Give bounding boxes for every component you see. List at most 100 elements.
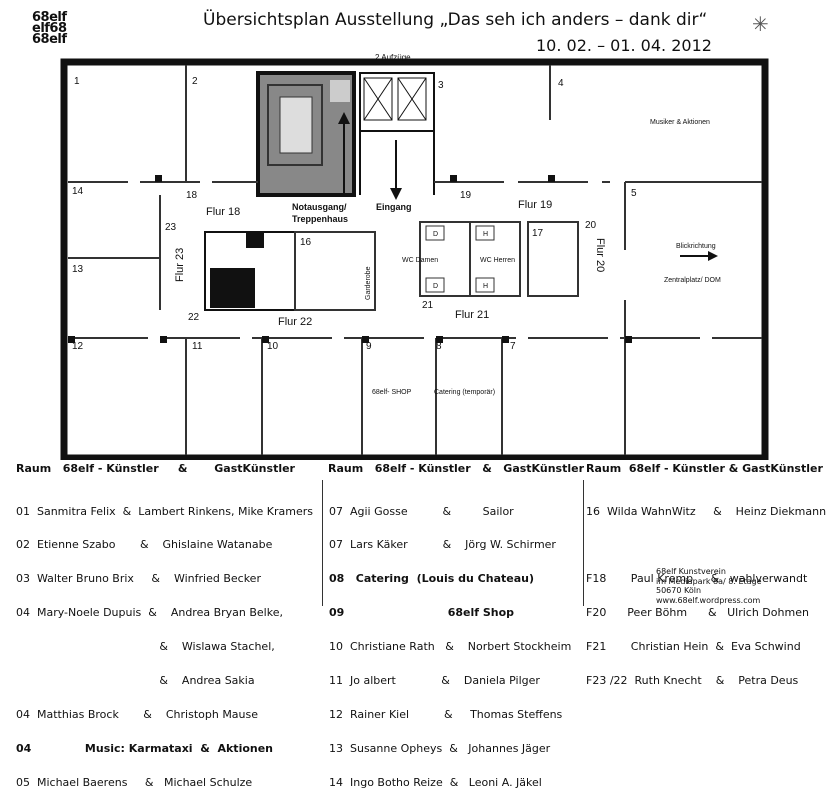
wc-men-label: WC Herren [480,257,515,264]
stall-label: H [483,283,488,290]
exhibition-dates: 10. 02. – 01. 04. 2012 [536,36,712,55]
legend-row: 04 Music: Karmataxi & Aktionen [16,741,274,755]
corridor-f18-label: Flur 18 [206,206,240,218]
room-number: 23 [165,222,177,233]
elevators-label: 2 Aufzüge [375,53,411,62]
legend-row: 12 Rainer Kiel & Thomas Steffens [329,707,563,721]
legend-row: 02 Etienne Szabo & Ghislaine Watanabe [16,538,273,552]
wc-women-label: WC Damen [402,257,438,264]
logo-line-1: 68elf [32,10,67,25]
floor-plan: 2 Aufzüge Notausgang/ Treppenhaus Eingan… [60,53,769,460]
legend-row: & Wislawa Stachel, [16,640,275,654]
footer-line: www.68elf.wordpress.com [656,595,761,605]
musicians-label: Musiker & Aktionen [650,119,710,126]
address-footer: 68elf Kunstverein im Mediapark 8a/ 8. Et… [656,567,762,605]
legend-head-amp: & [482,462,492,475]
corridor-f23-label: Flur 23 [174,248,186,282]
logo-line-2: elf68 [32,21,67,36]
legend-row: 16 Wilda WahnWitz & Heinz Diekmann [586,504,826,518]
room-number: 11 [192,341,203,352]
room-number: 12 [72,341,84,352]
central-square-label: Zentralplatz/ DOM [664,277,721,284]
legend-column-1: 01 Sanmitra Felix & Lambert Rinkens, Mik… [16,483,313,799]
footer-line: 68elf Kunstverein [656,567,726,576]
legend-head-guests: GastKünstler [503,462,585,475]
room-number: 5 [631,188,637,199]
legend-header-1: Raum 68elf - Künstler & GastKünstler [16,462,295,475]
legend-row: F23 /22 Ruth Knecht & Petra Deus [586,674,799,688]
legend-head-guests: GastKünstler [214,462,295,475]
legend-row: F20 Peer Böhm & Ulrich Dohmen [586,606,809,620]
legend-header-3: Raum 68elf - Künstler & GastKünstler [586,462,823,475]
legend-row: 01 Sanmitra Felix & Lambert Rinkens, Mik… [16,504,313,518]
legend-row: 04 Matthias Brock & Christoph Mause [16,707,259,721]
legend-row: 08 Catering (Louis du Chateau) [329,572,535,586]
room-number: 8 [436,341,442,352]
page-title: Übersichtsplan Ausstellung „Das seh ich … [203,10,708,30]
room-number: 22 [188,312,200,323]
legend-row: 14 Ingo Botho Reize & Leoni A. Jäkel [329,775,542,789]
legend-head-room: Raum [16,462,52,475]
legend-head-amp: & [728,462,739,475]
catering-label: Catering (temporär) [434,389,495,396]
footer-line: im Mediapark 8a/ 8. Etage [656,576,762,586]
legend-head-artists: 68elf - Künstler [374,462,471,475]
outer-wall [60,58,769,460]
entrance-label: Eingang [376,202,412,212]
legend-row: 09 68elf Shop [329,606,515,620]
room-number: 16 [300,237,312,248]
legend-row: 13 Susanne Opheys & Johannes Jäger [329,741,551,755]
corridor-f22-label: Flur 22 [278,316,312,328]
stall-label: H [483,231,488,238]
room-number: 7 [510,341,516,352]
room-number: 9 [366,341,372,352]
room-number: 19 [460,190,472,201]
legend-row: 07 Lars Käker & Jörg W. Schirmer [329,538,556,552]
corridor-f19-label: Flur 19 [518,199,552,211]
legend-row: F21 Christian Hein & Eva Schwind [586,640,801,654]
stall-label: D [433,231,438,238]
room-number: 18 [186,190,198,201]
wardrobe-label: Garderobe [365,266,372,300]
shop-label: 68elf- SHOP [372,389,412,396]
legend-row: F18 Paul Kremp & wahlverwandt [586,572,808,586]
room-number: 20 [585,220,597,231]
legend-row: & Andrea Sakia [16,674,255,688]
legend-row: 04 Mary-Noele Dupuis & Andrea Bryan Belk… [16,606,283,620]
legend-head-room: Raum [586,462,622,475]
view-direction-label: Blickrichtung [676,243,716,250]
legend-head-guests: GastKünstler [742,462,823,475]
legend-header-2: Raum 68elf - Künstler & GastKünstler [328,462,584,475]
logo-line-3: 68elf [32,32,67,47]
legend-column-2: 07 Agii Gosse & Sailor 07 Lars Käker & J… [329,483,571,799]
room-number: 1 [74,76,80,87]
legend-divider [583,480,584,606]
legend-divider [322,480,323,606]
legend-row: 03 Walter Bruno Brix & Winfried Becker [16,572,261,586]
room-number: 13 [72,264,84,275]
legend-row: 11 Jo albert & Daniela Pilger [329,674,540,688]
corridor-f20-label: Flur 20 [594,238,606,272]
legend-head-artists: 68elf - Künstler [62,462,159,475]
room-number: 17 [532,228,544,239]
legend-row: 05 Michael Baerens & Michael Schulze [16,775,253,789]
legend-row [586,539,826,550]
room-number: 2 [192,76,198,87]
room-number: 14 [72,186,84,197]
room-number: 21 [422,300,434,311]
asterisk-star-icon: ✳ [752,12,769,36]
legend-head-artists: 68elf - Künstler [628,462,725,475]
room-number: 10 [267,341,279,352]
emergency-exit-label-1: Notausgang/ [292,202,347,212]
room-number: 3 [438,80,444,91]
corridor-f21-label: Flur 21 [455,309,489,321]
footer-line: 50670 Köln [656,586,702,595]
elevators [359,72,435,132]
emergency-exit-label-2: Treppenhaus [292,214,348,224]
legend-row: 07 Agii Gosse & Sailor [329,504,514,518]
legend-head-room: Raum [328,462,364,475]
legend-row: 10 Christiane Rath & Norbert Stockheim [329,640,572,654]
room-number: 4 [558,78,564,89]
logo: 68elf elf68 68elf [32,10,82,47]
stall-label: D [433,283,438,290]
